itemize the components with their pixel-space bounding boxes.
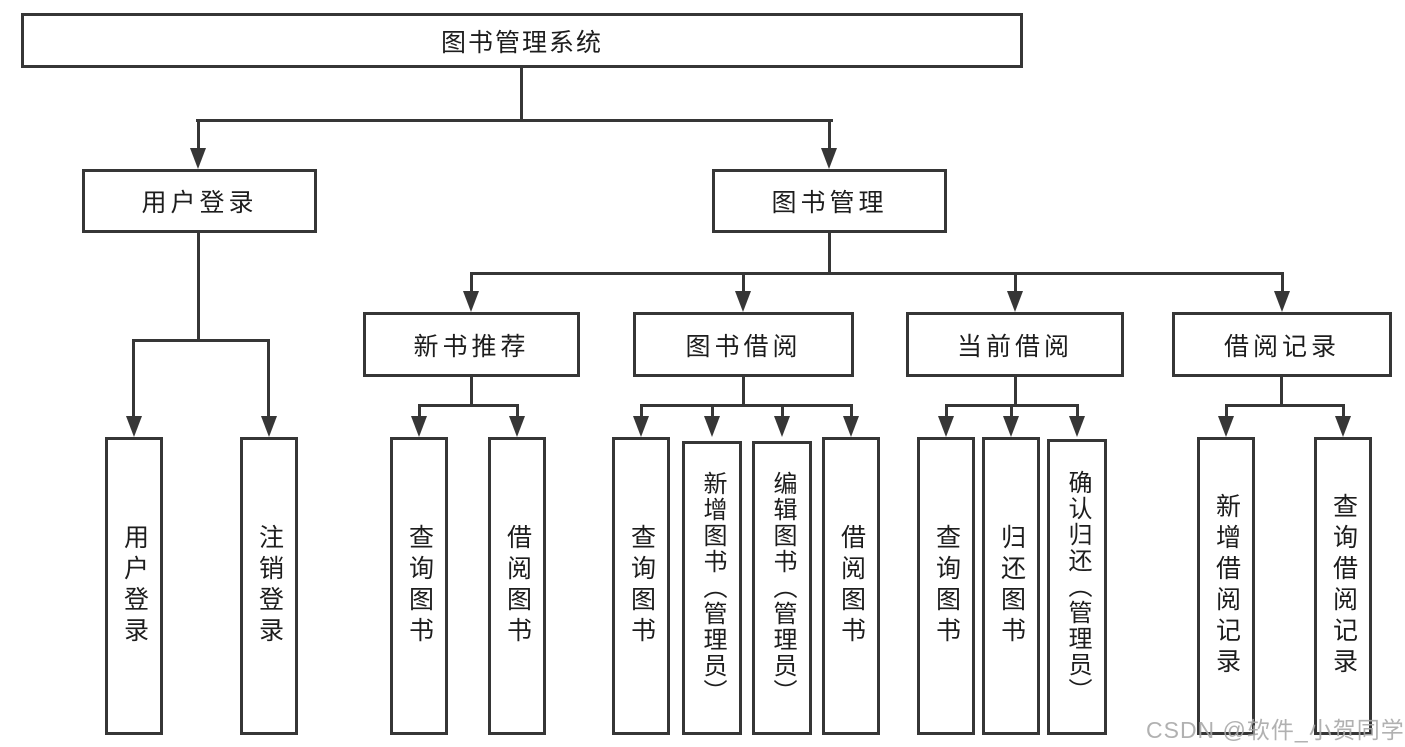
connector-vline — [742, 377, 745, 407]
connector-hline — [418, 404, 518, 407]
leaf-bb-borrow-book-label: 借阅图书 — [837, 524, 866, 648]
leaf-bb-edit-book-admin-label: 编辑图书（管理员） — [769, 471, 796, 705]
leaf-rec-borrow-book-label: 借阅图书 — [503, 524, 532, 648]
node-root: 图书管理系统 — [21, 13, 1023, 68]
connector-vline — [640, 404, 643, 418]
connector-hline — [470, 272, 1284, 275]
connector-arrowhead — [938, 416, 954, 437]
leaf-cb-confirm-return-admin-label: 确认归还（管理员） — [1064, 470, 1091, 704]
leaf-logout-login-label: 注销登录 — [255, 524, 284, 648]
leaf-bb-edit-book-admin: 编辑图书（管理员） — [752, 441, 812, 735]
leaf-bb-query-book-label: 查询图书 — [627, 524, 656, 648]
connector-vline — [1010, 404, 1013, 418]
connector-vline — [828, 233, 831, 275]
node-borrow-records: 借阅记录 — [1172, 312, 1392, 377]
connector-arrowhead — [633, 416, 649, 437]
connector-vline — [711, 404, 714, 418]
leaf-br-add-record: 新增借阅记录 — [1197, 437, 1255, 735]
connector-arrowhead — [411, 416, 427, 437]
leaf-rec-borrow-book: 借阅图书 — [488, 437, 546, 735]
connector-arrowhead — [774, 416, 790, 437]
leaf-logout-login: 注销登录 — [240, 437, 298, 735]
leaf-cb-return-book-label: 归还图书 — [997, 524, 1026, 648]
leaf-bb-add-book-admin: 新增图书（管理员） — [682, 441, 742, 735]
csdn-watermark: CSDN @软件_小贺同学 — [1146, 717, 1405, 743]
leaf-bb-query-book: 查询图书 — [612, 437, 670, 735]
connector-hline — [640, 404, 852, 407]
connector-vline — [470, 272, 473, 293]
connector-arrowhead — [190, 148, 206, 169]
node-root-label: 图书管理系统 — [440, 28, 603, 57]
node-book-mgmt-group: 图书管理 — [712, 169, 947, 233]
connector-vline — [197, 119, 200, 149]
connector-vline — [267, 339, 270, 417]
node-borrow-records-label: 借阅记录 — [1223, 332, 1340, 361]
node-current-borrow-label: 当前借阅 — [956, 332, 1073, 361]
leaf-br-add-record-label: 新增借阅记录 — [1212, 493, 1241, 679]
connector-vline — [1342, 404, 1345, 418]
node-book-borrow-label: 图书借阅 — [685, 332, 802, 361]
connector-vline — [1014, 272, 1017, 293]
node-book-borrow: 图书借阅 — [633, 312, 854, 377]
connector-arrowhead — [126, 416, 142, 437]
leaf-cb-query-book-label: 查询图书 — [932, 524, 961, 648]
leaf-cb-query-book: 查询图书 — [917, 437, 975, 735]
connector-arrowhead — [704, 416, 720, 437]
connector-arrowhead — [1218, 416, 1234, 437]
connector-arrowhead — [463, 291, 479, 312]
connector-arrowhead — [509, 416, 525, 437]
leaf-br-query-record-label: 查询借阅记录 — [1329, 493, 1358, 679]
leaf-user-login: 用户登录 — [105, 437, 163, 735]
leaf-rec-query-book: 查询图书 — [390, 437, 448, 735]
connector-arrowhead — [1274, 291, 1290, 312]
connector-arrowhead — [1335, 416, 1351, 437]
connector-vline — [470, 377, 473, 407]
connector-vline — [781, 404, 784, 418]
connector-vline — [1280, 377, 1283, 407]
connector-vline — [850, 404, 853, 418]
connector-vline — [132, 339, 135, 417]
leaf-cb-confirm-return-admin: 确认归还（管理员） — [1047, 439, 1107, 735]
node-user-login-group-label: 用户登录 — [141, 189, 258, 217]
connector-vline — [516, 404, 519, 418]
leaf-rec-query-book-label: 查询图书 — [405, 524, 434, 648]
connector-arrowhead — [821, 148, 837, 169]
node-book-mgmt-group-label: 图书管理 — [771, 189, 888, 217]
connector-arrowhead — [735, 291, 751, 312]
leaf-bb-borrow-book: 借阅图书 — [822, 437, 880, 735]
connector-vline — [742, 272, 745, 293]
leaf-br-query-record: 查询借阅记录 — [1314, 437, 1372, 735]
leaf-cb-return-book: 归还图书 — [982, 437, 1040, 735]
node-user-login-group: 用户登录 — [82, 169, 317, 233]
connector-arrowhead — [843, 416, 859, 437]
connector-hline — [196, 119, 833, 122]
node-new-book-rec: 新书推荐 — [363, 312, 580, 377]
connector-hline — [1225, 404, 1344, 407]
connector-arrowhead — [1007, 291, 1023, 312]
connector-hline — [132, 339, 270, 342]
connector-vline — [945, 404, 948, 418]
leaf-user-login-label: 用户登录 — [120, 524, 149, 648]
connector-arrowhead — [1069, 416, 1085, 437]
node-current-borrow: 当前借阅 — [906, 312, 1124, 377]
connector-arrowhead — [261, 416, 277, 437]
connector-vline — [1281, 272, 1284, 293]
connector-vline — [1014, 377, 1017, 407]
connector-vline — [828, 119, 831, 149]
connector-arrowhead — [1003, 416, 1019, 437]
leaf-bb-add-book-admin-label: 新增图书（管理员） — [699, 471, 726, 705]
connector-vline — [1076, 404, 1079, 418]
connector-vline — [520, 68, 523, 122]
connector-vline — [1225, 404, 1228, 418]
connector-vline — [418, 404, 421, 418]
node-new-book-rec-label: 新书推荐 — [413, 332, 530, 361]
connector-vline — [197, 233, 200, 342]
